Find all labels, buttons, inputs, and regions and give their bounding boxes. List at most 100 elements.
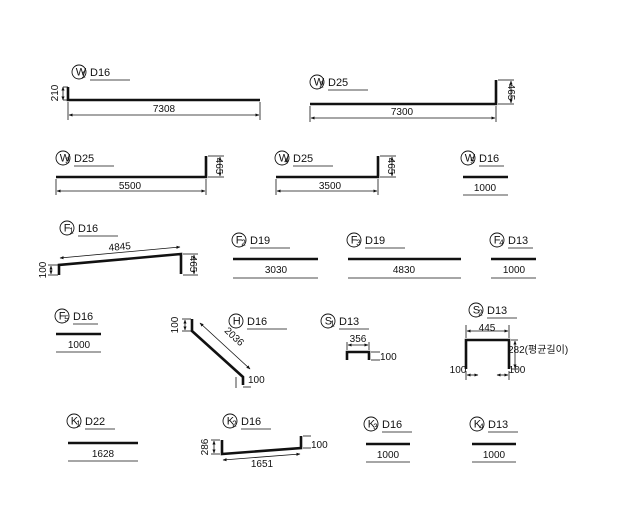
- dimension-line: [59, 245, 181, 260]
- dimension-value: 1628: [92, 449, 115, 460]
- bar-diameter: D16: [90, 67, 110, 79]
- bar-mark-circle: [222, 413, 238, 429]
- dimension-value: 100: [380, 352, 397, 363]
- bar-diameter: D13: [487, 305, 507, 317]
- bar-diameter: D16: [382, 419, 402, 431]
- bar-mark: S: [473, 305, 480, 317]
- bar-mark-circle: [309, 74, 325, 90]
- bar-mark-circle: [71, 64, 87, 80]
- bar-shape: [464, 338, 511, 369]
- dimension-value: 465: [213, 158, 224, 175]
- dimension-value: 100: [38, 261, 49, 278]
- bar-mark-circle: [346, 232, 362, 248]
- bar-mark: W: [76, 67, 87, 79]
- bar-mark: F: [64, 223, 71, 235]
- bar-diameter: D16: [73, 311, 93, 323]
- bar-mark-sub: 2: [478, 309, 483, 318]
- dimension-value: 210: [50, 84, 61, 101]
- dimension-value: 4845: [108, 241, 132, 254]
- dimension-value: 465: [505, 84, 516, 101]
- bar-mark-sub: 5: [64, 315, 69, 324]
- bar-mark: W: [60, 153, 71, 165]
- dimension-value: 100: [311, 440, 328, 451]
- dimension-value: 286: [200, 438, 211, 455]
- bar-f3: F3 D19 4830: [346, 232, 461, 279]
- dimension-value: 7300: [391, 107, 414, 118]
- bar-mark-sub: 3: [65, 157, 70, 166]
- bar-mark-circle: [59, 220, 75, 236]
- dimension-line: [222, 452, 301, 462]
- bar-mark-sub: 5: [470, 157, 475, 166]
- dimension-value: 1000: [68, 340, 91, 351]
- bar-mark: F: [236, 235, 243, 247]
- bar-mark: W: [279, 153, 290, 165]
- dimension-value: 7308: [153, 104, 176, 115]
- bar-mark-sub: 1: [81, 71, 86, 80]
- bar-diameter: D19: [365, 235, 385, 247]
- bar-mark-sub: 3: [356, 239, 361, 248]
- bar-mark-circle: [489, 232, 505, 248]
- bar-diameter: D22: [85, 416, 105, 428]
- bar-w1: W1 D16 210 7308: [50, 64, 261, 120]
- bar-mark: W: [465, 153, 476, 165]
- bar-f4: F4 D13 1000: [489, 232, 536, 279]
- bar-mark-sub: 4: [479, 423, 484, 432]
- dimension-value: 100: [450, 365, 467, 376]
- bar-mark-sub: 1: [69, 227, 74, 236]
- bar-shape: [345, 350, 371, 360]
- bar-mark-sub: 2: [241, 239, 246, 248]
- bar-diameter: D13: [508, 235, 528, 247]
- dimension-value: 1000: [377, 450, 400, 461]
- bar-mark-circle: [320, 313, 336, 329]
- bar-mark-sub: 2: [319, 81, 324, 90]
- bar-diameter: D25: [328, 77, 348, 89]
- dimension-value: 100: [248, 375, 265, 386]
- dimension-value: 465: [187, 256, 198, 273]
- dimension-value: 1000: [503, 265, 526, 276]
- bar-mark-circle: [468, 302, 484, 318]
- bar-shape: [57, 252, 183, 275]
- bar-mark-sub: 3: [373, 423, 378, 432]
- bar-mark-circle: [54, 308, 70, 324]
- bar-diameter: D13: [339, 316, 359, 328]
- bar-mark-circle: [55, 150, 71, 166]
- bar-mark: F: [59, 311, 66, 323]
- bar-mark: K: [474, 419, 482, 431]
- dimension-value: 1000: [474, 183, 497, 194]
- bar-mark: F: [351, 235, 358, 247]
- dimension-line: [199, 322, 251, 370]
- bar-mark: S: [325, 316, 332, 328]
- dimension-value: 3500: [319, 181, 342, 192]
- bar-w5: W5 D16 1000: [460, 150, 508, 196]
- bar-mark: K: [227, 416, 235, 428]
- bar-mark-sub: 4: [499, 239, 504, 248]
- bar-diameter: D13: [488, 419, 508, 431]
- bar-mark: K: [71, 416, 79, 428]
- dimension-value: 2036: [222, 326, 246, 350]
- dimension-value: 3030: [265, 265, 288, 276]
- bar-shape: [190, 319, 245, 385]
- bar-diameter: D16: [479, 153, 499, 165]
- bar-mark: K: [368, 419, 376, 431]
- bar-f5: F5 D16 1000: [54, 308, 101, 353]
- bar-shape: [310, 80, 498, 106]
- dimension-value: 100: [509, 365, 526, 376]
- bar-mark-circle: [231, 232, 247, 248]
- dimension-value: 282(평균길이): [508, 343, 568, 356]
- dimension-value: 356: [350, 334, 367, 345]
- dimension-value: 4830: [393, 265, 416, 276]
- bar-k3: K3 D16 1000: [363, 416, 412, 463]
- bar-mark: F: [494, 235, 501, 247]
